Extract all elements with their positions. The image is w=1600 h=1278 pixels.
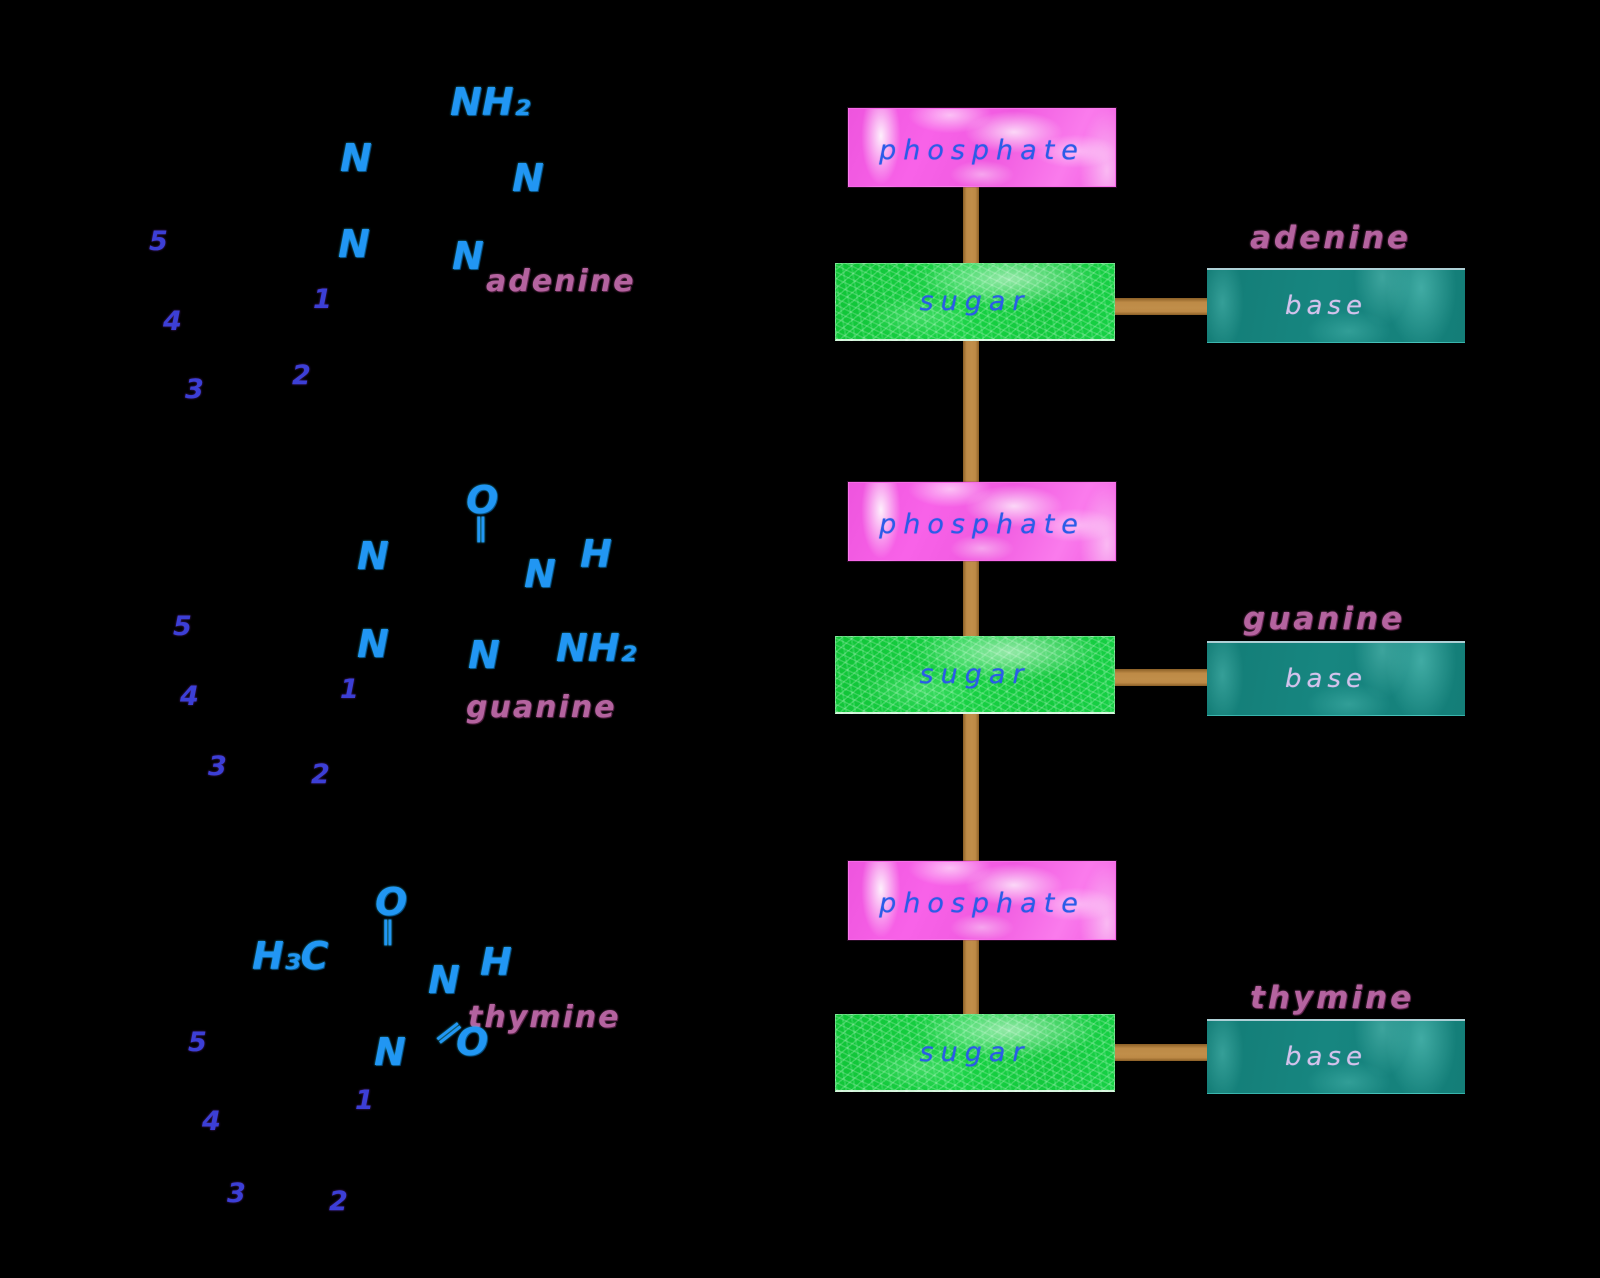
sugar-box-label: sugar <box>919 659 1031 690</box>
double-bond: ‖ <box>474 513 487 544</box>
ring-number-3: 3 <box>208 751 227 783</box>
sugar-box: sugar <box>835 636 1115 714</box>
structure-label-adenine: adenine <box>486 263 636 299</box>
ring-number-1: 1 <box>340 674 359 706</box>
atom-N: N <box>374 1030 406 1075</box>
atom-N: N <box>340 136 372 181</box>
phosphate-box-label: phosphate <box>879 888 1085 919</box>
ring-number-3: 3 <box>227 1178 246 1210</box>
ring-number-3: 3 <box>185 374 204 406</box>
sugar-base-connector <box>1100 298 1214 315</box>
base-name-thymine: thymine <box>1250 980 1415 1016</box>
ring-number-5: 5 <box>188 1027 207 1059</box>
sugar-box-label: sugar <box>919 1037 1031 1068</box>
atom-N: N <box>452 234 484 279</box>
sugar-box: sugar <box>835 263 1115 341</box>
atom-H: H <box>580 532 612 577</box>
sugar-base-connector <box>1100 1044 1214 1061</box>
structure-label-guanine: guanine <box>466 689 617 725</box>
base-box-label: base <box>1285 664 1367 694</box>
sugar-box-label: sugar <box>919 286 1031 317</box>
atom-N: N <box>428 958 460 1003</box>
phosphate-box-label: phosphate <box>879 509 1085 540</box>
base-name-adenine: adenine <box>1250 220 1411 256</box>
ring-number-2: 2 <box>311 759 330 791</box>
base-box-label: base <box>1285 291 1367 321</box>
sugar-base-connector <box>1100 669 1214 686</box>
ring-number-4: 4 <box>180 681 199 713</box>
atom-H: H <box>480 940 512 985</box>
atom-N: N <box>338 222 370 267</box>
ring-number-4: 4 <box>202 1106 221 1138</box>
phosphate-box: phosphate <box>848 861 1116 940</box>
ring-number-4: 4 <box>163 306 182 338</box>
ring-number-1: 1 <box>313 284 332 316</box>
atom-N: N <box>357 622 389 667</box>
atom-O: O <box>375 880 408 925</box>
backbone-vertical-connector <box>963 150 979 1055</box>
base-box: base <box>1207 268 1465 343</box>
atom-NH2: NH₂ <box>450 80 531 125</box>
base-box: base <box>1207 1019 1465 1094</box>
ring-number-5: 5 <box>173 611 192 643</box>
atom-N: N <box>357 534 389 579</box>
ring-number-5: 5 <box>149 226 168 258</box>
structure-label-thymine: thymine <box>468 999 621 1035</box>
base-box-label: base <box>1285 1042 1367 1072</box>
atom-N: N <box>468 633 500 678</box>
atom-N: N <box>512 156 544 201</box>
ring-number-2: 2 <box>292 360 311 392</box>
phosphate-box-label: phosphate <box>879 135 1085 166</box>
atom-O: O <box>466 478 499 523</box>
ring-number-2: 2 <box>329 1186 348 1218</box>
double-bond: ‖ <box>381 916 394 947</box>
base-name-guanine: guanine <box>1243 601 1405 637</box>
base-box: base <box>1207 641 1465 716</box>
ring-number-1: 1 <box>355 1085 374 1117</box>
atom-H3C: H₃C <box>252 934 329 979</box>
phosphate-box: phosphate <box>848 482 1116 561</box>
atom-O: O <box>456 1020 489 1065</box>
sugar-box: sugar <box>835 1014 1115 1092</box>
atom-N: N <box>524 552 556 597</box>
phosphate-box: phosphate <box>848 108 1116 187</box>
atom-NH2: NH₂ <box>556 626 637 671</box>
